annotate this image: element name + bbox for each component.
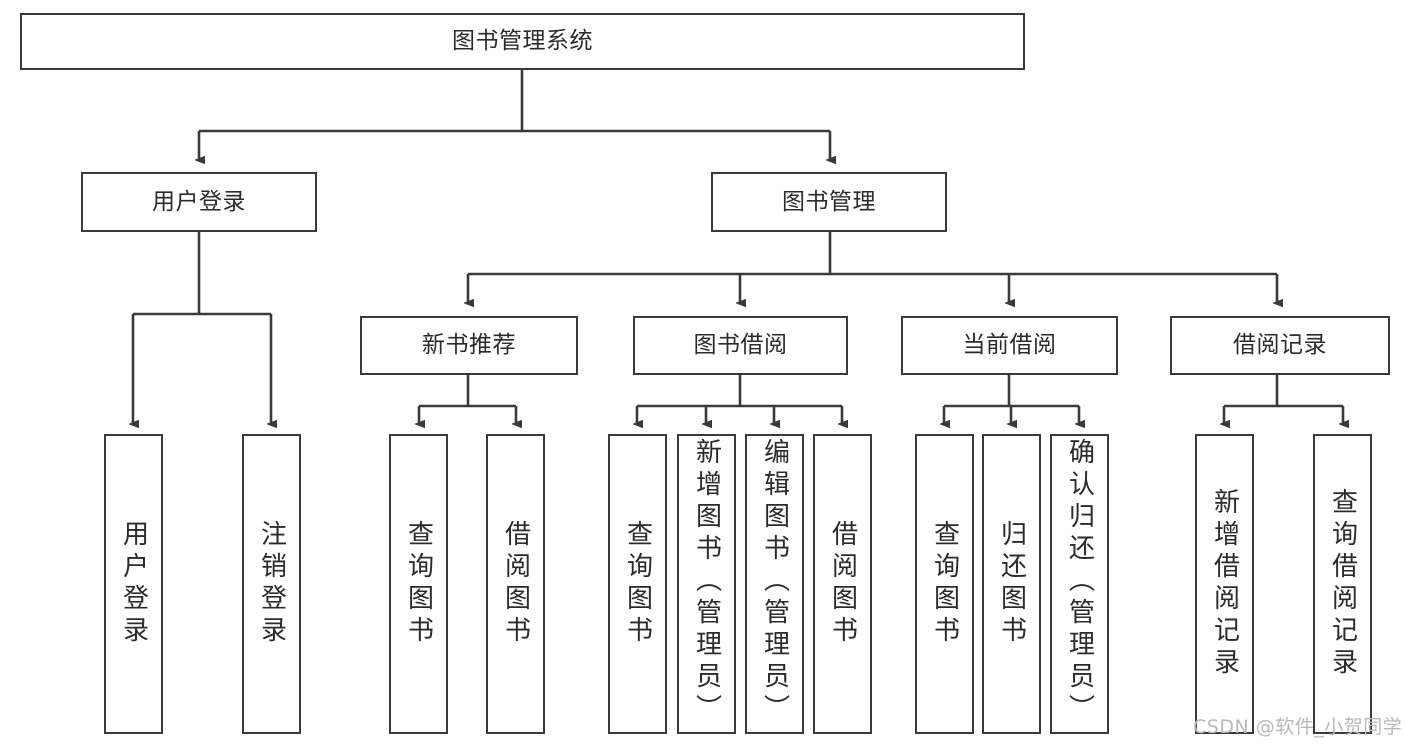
node-label: 确认归还（管理员） — [1064, 438, 1095, 726]
node-label: 图书借阅 — [693, 332, 788, 359]
leaf-borrow-book[interactable]: 借阅图书 — [813, 434, 872, 734]
node-label: 借阅记录 — [1233, 332, 1327, 359]
node-label: 新增图书（管理员） — [691, 438, 722, 726]
node-current-borrow[interactable]: 当前借阅 — [901, 316, 1118, 375]
node-user-login[interactable]: 用户登录 — [81, 172, 317, 232]
node-book-management-system[interactable]: 图书管理系统 — [20, 13, 1025, 70]
node-borrow-record[interactable]: 借阅记录 — [1170, 316, 1390, 375]
node-label: 借阅图书 — [827, 520, 858, 648]
node-label: 注销登录 — [256, 520, 287, 648]
node-label: 用户登录 — [118, 520, 149, 648]
leaf-query-book-recommend[interactable]: 查询图书 — [389, 434, 448, 734]
node-label: 新书推荐 — [422, 332, 516, 359]
node-label: 图书管理系统 — [452, 28, 593, 55]
csdn-watermark: CSDN @软件_小贺同学 — [1193, 716, 1403, 738]
leaf-add-borrow-record[interactable]: 新增借阅记录 — [1195, 434, 1254, 734]
node-label: 用户登录 — [152, 188, 246, 215]
node-label: 归还图书 — [996, 520, 1027, 648]
leaf-borrow-book-recommend[interactable]: 借阅图书 — [486, 434, 545, 734]
leaf-query-book-borrow[interactable]: 查询图书 — [608, 434, 667, 734]
leaf-user-login[interactable]: 用户登录 — [104, 434, 163, 734]
node-new-book-recommend[interactable]: 新书推荐 — [360, 316, 578, 375]
node-label: 查询图书 — [622, 520, 653, 648]
leaf-add-book-admin[interactable]: 新增图书（管理员） — [677, 434, 736, 734]
leaf-edit-book-admin[interactable]: 编辑图书（管理员） — [745, 434, 804, 734]
node-label: 查询借阅记录 — [1327, 488, 1358, 680]
node-label: 编辑图书（管理员） — [759, 438, 790, 726]
node-label: 图书管理 — [782, 188, 876, 215]
node-label: 新增借阅记录 — [1209, 488, 1240, 680]
node-label: 查询图书 — [929, 520, 960, 648]
node-label: 借阅图书 — [500, 520, 531, 648]
node-book-borrow[interactable]: 图书借阅 — [633, 316, 848, 375]
leaf-logout[interactable]: 注销登录 — [242, 434, 301, 734]
leaf-confirm-return-admin[interactable]: 确认归还（管理员） — [1050, 434, 1109, 734]
leaf-return-book[interactable]: 归还图书 — [982, 434, 1041, 734]
node-label: 当前借阅 — [962, 332, 1057, 359]
node-book-management[interactable]: 图书管理 — [711, 172, 947, 232]
node-label: 查询图书 — [403, 520, 434, 648]
leaf-query-borrow-record[interactable]: 查询借阅记录 — [1313, 434, 1372, 734]
leaf-query-book-current[interactable]: 查询图书 — [915, 434, 974, 734]
